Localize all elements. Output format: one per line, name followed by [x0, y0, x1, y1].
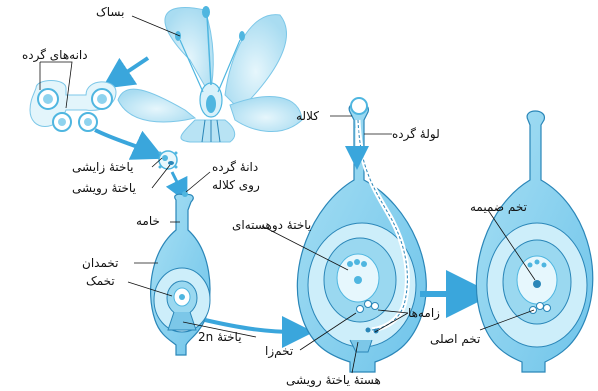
- label-sperms: زامه‌ها: [408, 306, 440, 320]
- label-ovary: تخمدان: [82, 256, 118, 270]
- arrow-pollen-to-stigma: [172, 172, 182, 192]
- pistil-zygote: [476, 111, 592, 372]
- label-main-zygote: تخم اصلی: [430, 332, 480, 346]
- label-pollen-on-stigma-line1: دانهٔ گرده: [212, 160, 258, 174]
- label-vegetative-cell: یاختهٔ رویشی: [72, 181, 136, 195]
- label-pollen-grains: دانه‌های گرده: [22, 48, 88, 62]
- arrow-flower-to-anther: [115, 58, 148, 80]
- label-egg-cell: تخم‌زا: [265, 344, 293, 358]
- label-binucleate-cell: یاختهٔ دوهسته‌ای: [232, 218, 311, 232]
- label-pollen-tube: لولهٔ گرده: [392, 127, 440, 141]
- arrow-anther-to-pollen: [95, 130, 150, 152]
- label-generative-cell: یاختهٔ زایشی: [72, 160, 133, 174]
- label-cell-2n: یاختهٔ 2n: [198, 330, 242, 344]
- pollen-grain: [159, 151, 178, 169]
- label-pollen-on-stigma-line2: روی کلاله: [212, 178, 260, 192]
- label-endosperm-zygote: تخم ضمیمه: [470, 200, 527, 214]
- flower: [118, 6, 302, 142]
- anther-cross-section: [30, 81, 116, 132]
- label-vegetative-nucleus: هستهٔ یاختهٔ رویشی: [286, 373, 381, 387]
- label-ovule: تخمک: [86, 274, 115, 288]
- label-stigma: کلاله: [296, 109, 319, 123]
- label-style: خامه: [136, 214, 160, 228]
- label-anther: بساک: [96, 5, 124, 19]
